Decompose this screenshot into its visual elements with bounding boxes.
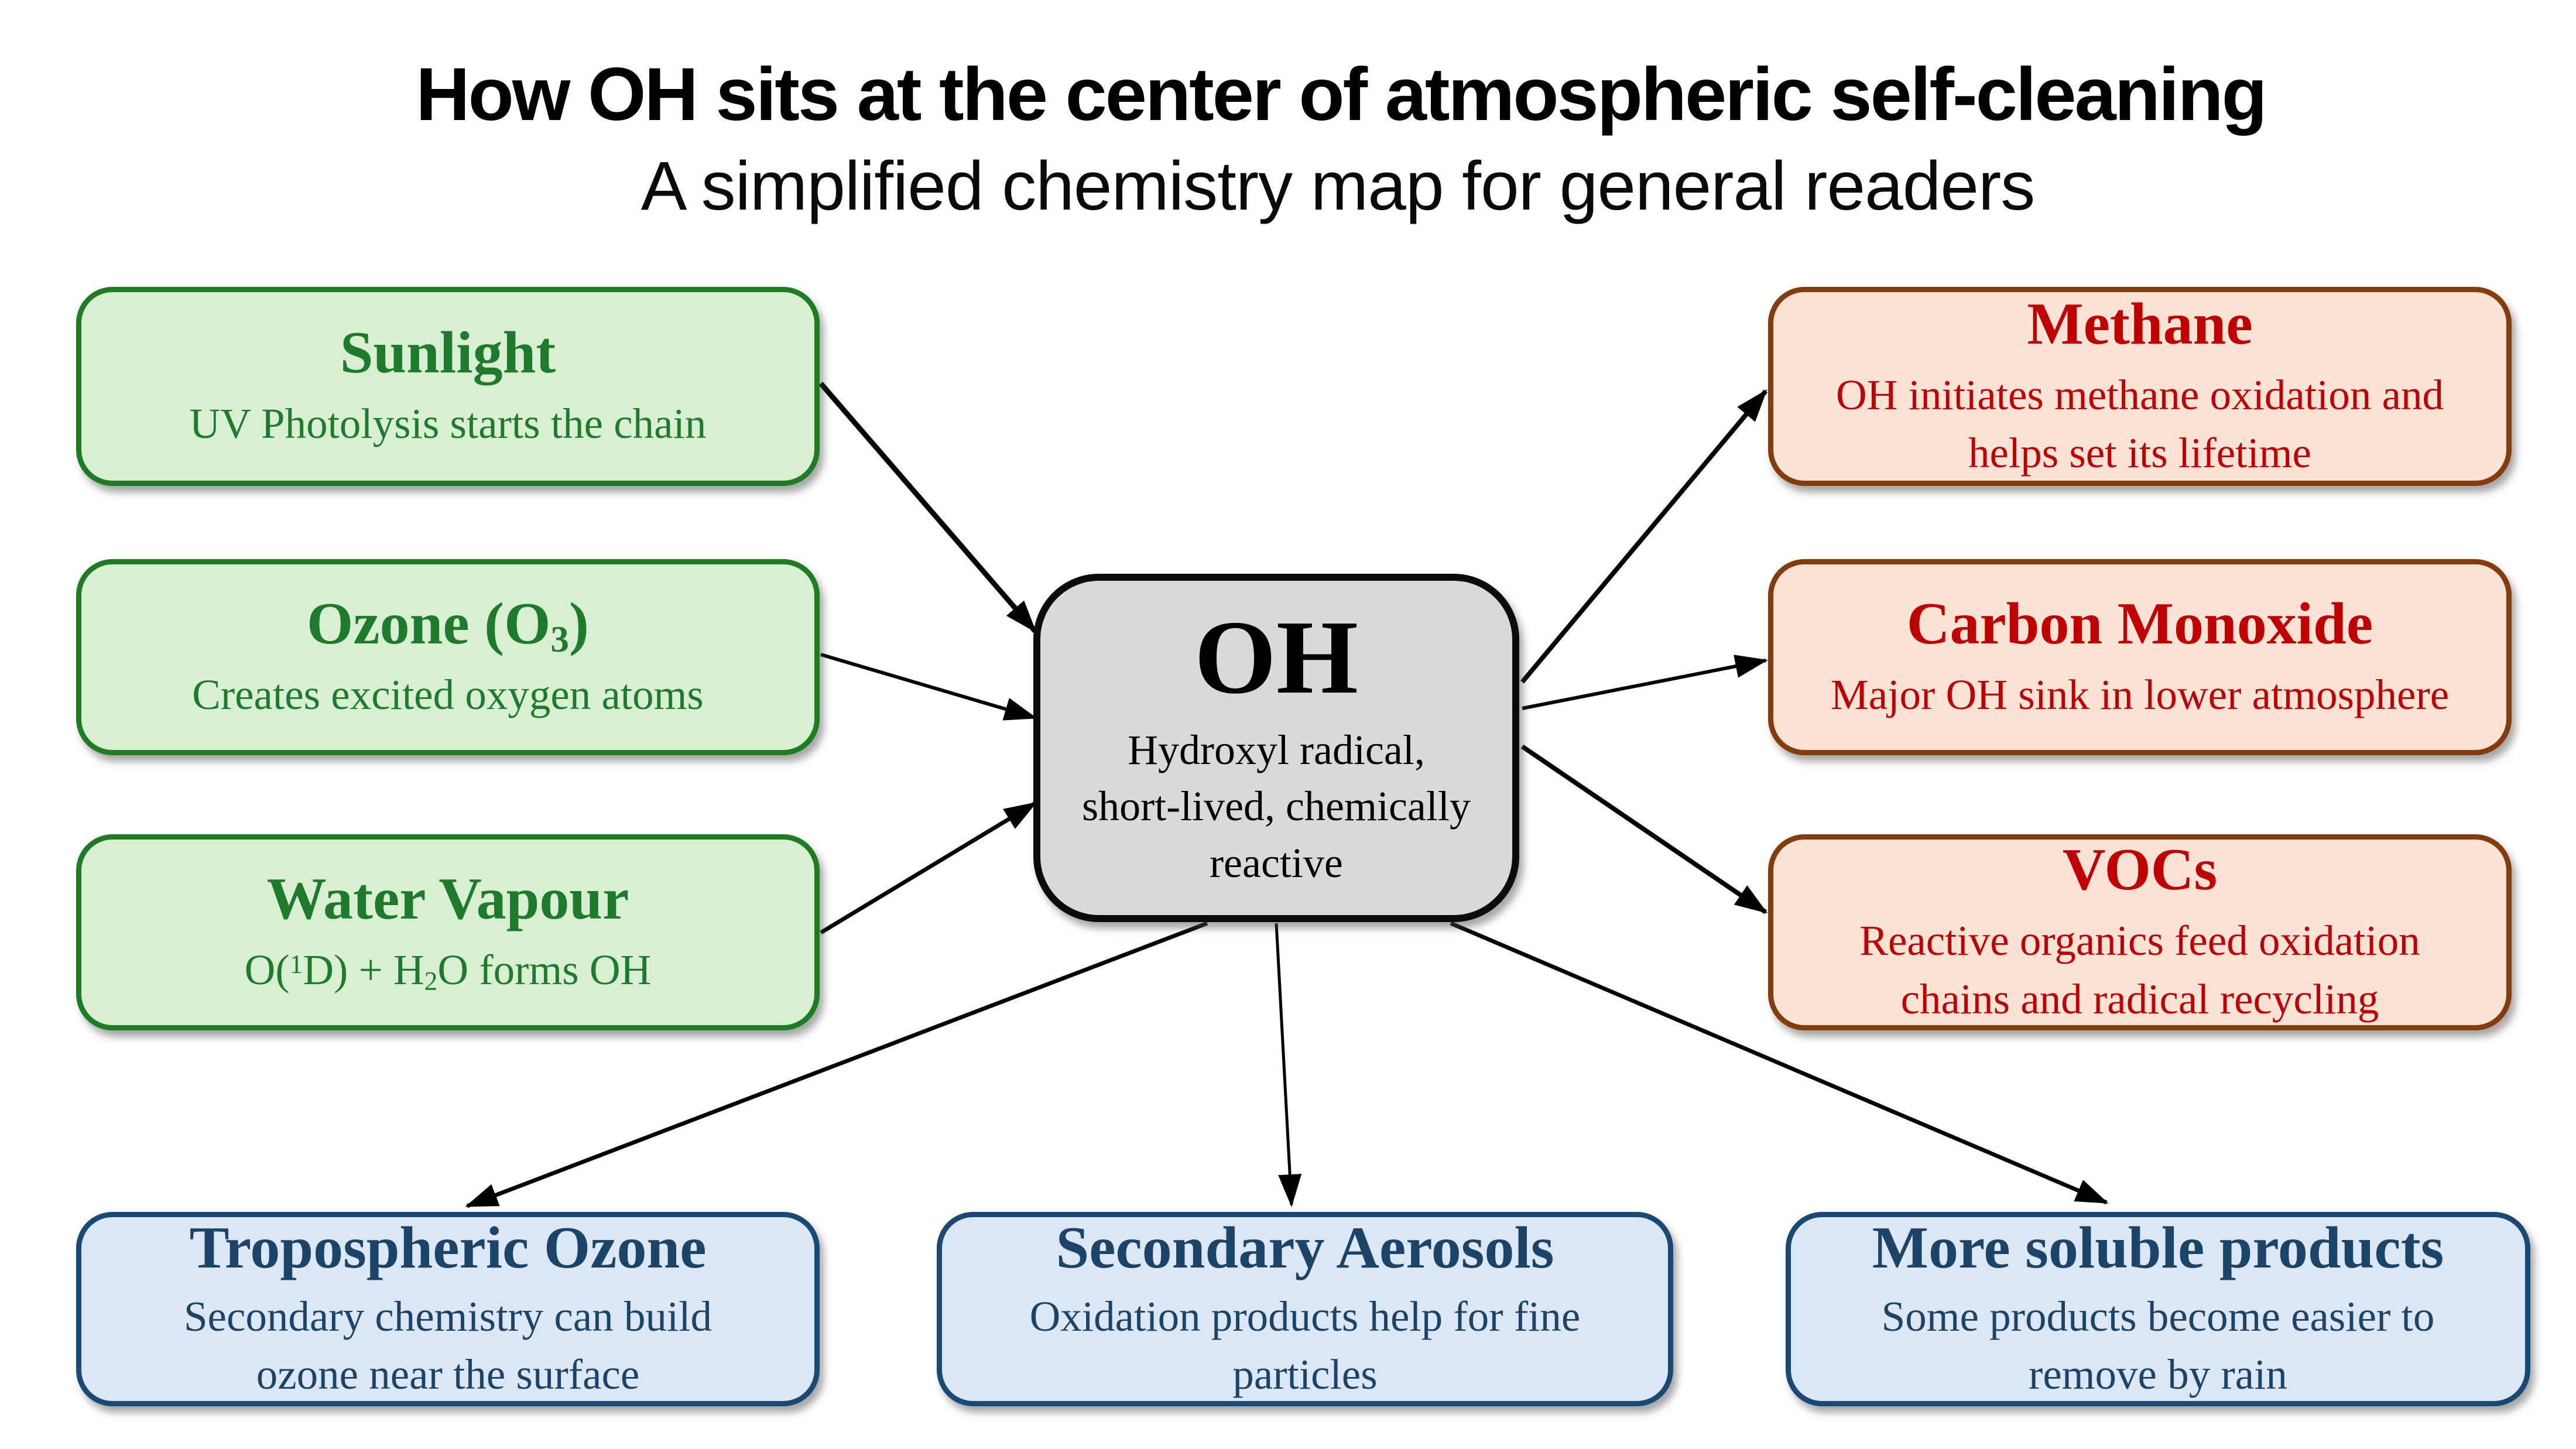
- node-oh-title: OH: [1194, 598, 1359, 715]
- node-more-soluble-products-desc: Some products become easier to remove by…: [1881, 1292, 2435, 1399]
- node-water-vapour-desc: O(1D) + H2O forms OH: [244, 946, 652, 996]
- node-vocs-title: VOCs: [2062, 837, 2218, 903]
- node-methane: Methane OH initiates methane oxidation a…: [1768, 287, 2512, 486]
- node-tropospheric-ozone-title: Tropospheric Ozone: [189, 1214, 707, 1281]
- arrow-oh-to-tropospheric-ozone: [465, 921, 1208, 1208]
- node-tropospheric-ozone: Tropospheric Ozone Secondary chemistry c…: [76, 1212, 820, 1406]
- arrow-oh-to-methane: [1520, 389, 1768, 684]
- node-ozone-title: Ozone (O3): [306, 590, 589, 660]
- node-secondary-aerosols-desc: Oxidation products help for fine particl…: [1029, 1292, 1581, 1399]
- node-ozone: Ozone (O3) Creates excited oxygen atoms: [76, 559, 820, 755]
- page-title: How OH sits at the center of atmospheric…: [416, 53, 2267, 136]
- arrow-oh-to-vocs: [1520, 744, 1768, 914]
- node-carbon-monoxide-title: Carbon Monoxide: [1906, 590, 2373, 657]
- node-water-vapour: Water Vapour O(1D) + H2O forms OH: [76, 834, 820, 1030]
- arrow-sunlight-to-oh: [818, 382, 1037, 633]
- node-secondary-aerosols: Secondary Aerosols Oxidation products he…: [937, 1212, 1673, 1406]
- node-sunlight: Sunlight UV Photolysis starts the chain: [76, 287, 820, 486]
- node-more-soluble-products-title: More soluble products: [1872, 1214, 2444, 1281]
- node-methane-desc: OH initiates methane oxidation and helps…: [1836, 371, 2444, 477]
- arrow-ozone-to-oh: [820, 653, 1037, 721]
- node-carbon-monoxide-desc: Major OH sink in lower atmosphere: [1830, 670, 2450, 718]
- arrow-oh-to-more-soluble-products: [1450, 921, 2109, 1205]
- node-oh: OH Hydroxyl radical, short-lived, chemic…: [1033, 574, 1519, 922]
- node-methane-title: Methane: [2027, 290, 2253, 357]
- node-more-soluble-products: More soluble products Some products beco…: [1786, 1212, 2530, 1406]
- node-vocs: VOCs Reactive organics feed oxidation ch…: [1768, 834, 2512, 1030]
- node-sunlight-title: Sunlight: [340, 320, 556, 386]
- arrow-oh-to-secondary-aerosols: [1275, 923, 1302, 1207]
- page-subtitle: A simplified chemistry map for general r…: [640, 148, 2036, 225]
- node-sunlight-desc: UV Photolysis starts the chain: [189, 400, 707, 448]
- arrow-water-vapour-to-oh: [820, 801, 1037, 934]
- node-oh-desc: Hydroxyl radical, short-lived, chemicall…: [1082, 726, 1471, 886]
- node-carbon-monoxide: Carbon Monoxide Major OH sink in lower a…: [1768, 559, 2512, 755]
- node-water-vapour-title: Water Vapour: [266, 865, 629, 932]
- node-secondary-aerosols-title: Secondary Aerosols: [1056, 1214, 1554, 1281]
- node-vocs-desc: Reactive organics feed oxidation chains …: [1859, 917, 2420, 1023]
- node-tropospheric-ozone-desc: Secondary chemistry can build ozone near…: [183, 1292, 712, 1399]
- arrow-oh-to-carbon-monoxide: [1522, 655, 1768, 710]
- node-ozone-desc: Creates excited oxygen atoms: [192, 670, 704, 718]
